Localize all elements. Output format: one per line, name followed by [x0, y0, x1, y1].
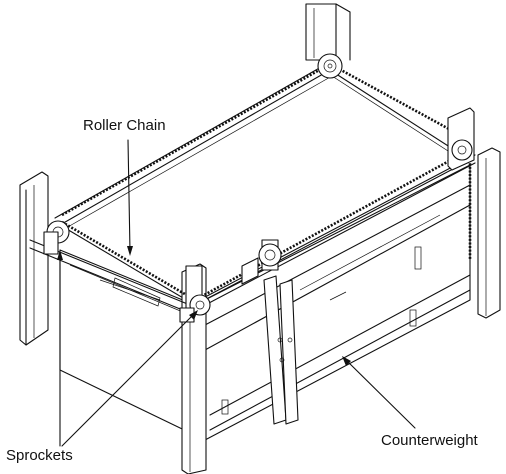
sprocket-left: [43, 220, 70, 255]
counterweight-label: Counterweight: [381, 432, 478, 449]
sprocket-middle: [241, 239, 282, 285]
rear-right-post: [305, 3, 351, 61]
hanging-straps: [263, 275, 299, 425]
sprocket-rear: [317, 53, 343, 79]
leader-lines: [57, 139, 416, 447]
sprockets-label: Sprockets: [6, 447, 73, 464]
sprocket-right: [447, 107, 475, 171]
roller-chain-label: Roller Chain: [83, 117, 166, 134]
counterweight-panel: [194, 164, 471, 441]
front-right-post: [477, 147, 501, 319]
platform-top: [59, 69, 471, 306]
sprocket-front: [179, 265, 211, 323]
front-left-post: [19, 171, 49, 346]
